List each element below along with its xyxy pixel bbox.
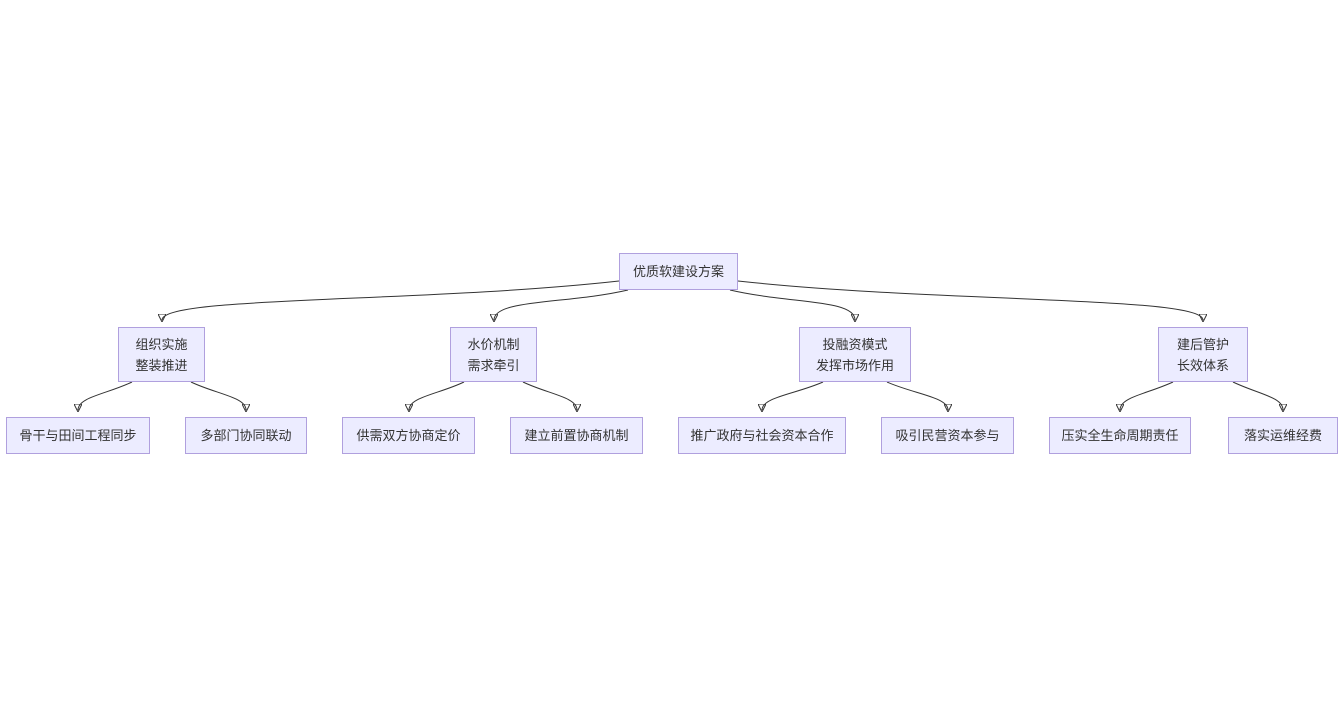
node-branch-1: 组织实施 整装推进 xyxy=(118,327,205,382)
node-leaf-8-label: 落实运维经费 xyxy=(1243,428,1322,443)
node-leaf-2: 多部门协同联动 xyxy=(185,417,307,454)
node-leaf-2-label: 多部门协同联动 xyxy=(200,428,292,443)
node-leaf-3: 供需双方协商定价 xyxy=(342,417,475,454)
node-leaf-4: 建立前置协商机制 xyxy=(510,417,643,454)
node-leaf-3-label: 供需双方协商定价 xyxy=(356,428,461,443)
node-branch-3: 投融资模式 发挥市场作用 xyxy=(799,327,911,382)
node-branch-4-line2: 长效体系 xyxy=(1176,357,1229,373)
node-branch-2-line1: 水价机制 xyxy=(467,336,520,352)
node-branch-2-line2: 需求牵引 xyxy=(467,357,520,373)
node-branch-4-line1: 建后管护 xyxy=(1176,336,1229,352)
node-leaf-8: 落实运维经费 xyxy=(1228,417,1338,454)
edge-root-b3 xyxy=(729,289,855,320)
node-leaf-5: 推广政府与社会资本合作 xyxy=(678,417,846,454)
node-leaf-5-label: 推广政府与社会资本合作 xyxy=(690,428,834,443)
edge-b2-l4 xyxy=(522,381,577,410)
edge-b3-l5 xyxy=(762,381,824,410)
node-branch-2: 水价机制 需求牵引 xyxy=(450,327,537,382)
edge-b4-l7 xyxy=(1120,381,1174,410)
node-leaf-1: 骨干与田间工程同步 xyxy=(6,417,150,454)
node-leaf-4-label: 建立前置协商机制 xyxy=(524,428,629,443)
edge-b4-l8 xyxy=(1232,381,1283,410)
node-root: 优质软建设方案 xyxy=(619,253,738,290)
node-leaf-7-label: 压实全生命周期责任 xyxy=(1061,428,1179,443)
node-root-label: 优质软建设方案 xyxy=(632,264,724,279)
node-branch-3-line2: 发挥市场作用 xyxy=(815,357,894,373)
edge-b2-l3 xyxy=(409,381,465,410)
edge-root-b2 xyxy=(494,289,629,320)
edge-b1-l2 xyxy=(190,381,246,410)
edge-root-b4 xyxy=(737,280,1203,320)
node-leaf-1-label: 骨干与田间工程同步 xyxy=(19,428,137,443)
node-branch-1-line1: 组织实施 xyxy=(135,336,188,352)
edge-b1-l1 xyxy=(78,381,133,410)
node-branch-4: 建后管护 长效体系 xyxy=(1158,327,1248,382)
node-leaf-7: 压实全生命周期责任 xyxy=(1049,417,1191,454)
node-branch-3-line1: 投融资模式 xyxy=(822,336,888,352)
node-leaf-6-label: 吸引民营资本参与 xyxy=(895,428,1000,443)
node-branch-1-line2: 整装推进 xyxy=(135,357,188,373)
edge-b3-l6 xyxy=(886,381,948,410)
node-leaf-6: 吸引民营资本参与 xyxy=(881,417,1014,454)
edge-root-b1 xyxy=(162,280,620,320)
